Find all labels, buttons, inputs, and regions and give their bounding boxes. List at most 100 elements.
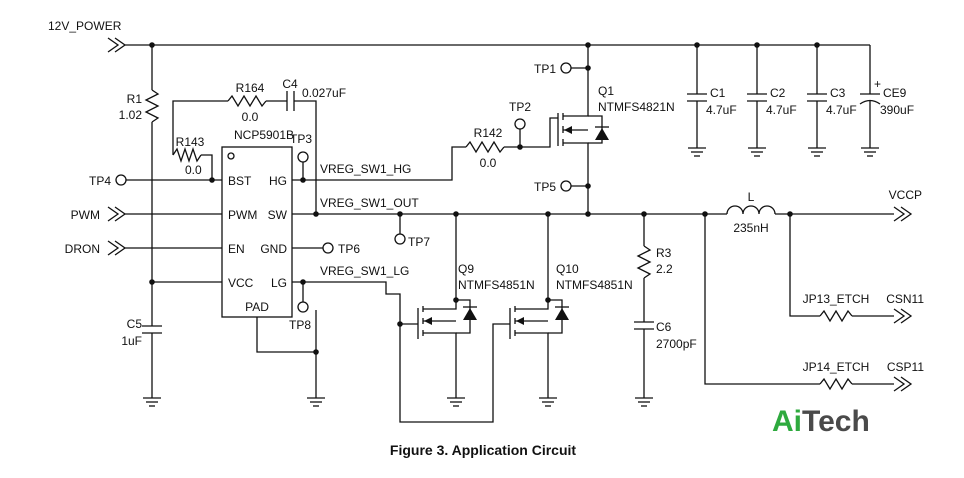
resistor-r3	[636, 214, 652, 322]
test-point-tp8	[297, 282, 309, 313]
ground-symbol-q10	[539, 397, 557, 407]
ce9-value: 390uF	[880, 103, 914, 117]
q9-ref: Q9	[458, 262, 474, 276]
tp4-label: TP4	[89, 174, 111, 188]
test-point-tp1	[560, 62, 588, 74]
c2-ref: C2	[770, 86, 786, 100]
watermark-logo: AiTech	[772, 405, 870, 438]
c3-value: 4.7uF	[826, 103, 857, 117]
test-point-tp7	[394, 214, 406, 245]
capacitor-c4	[286, 91, 317, 214]
ic-pin-sw: SW	[268, 208, 288, 222]
net-label-vreg-hg: VREG_SW1_HG	[320, 162, 411, 176]
r143-ref: R143	[176, 135, 205, 149]
c6-ref: C6	[656, 320, 672, 334]
ground-symbol-c5	[143, 397, 161, 407]
q1-ref: Q1	[598, 84, 614, 98]
test-point-tp4	[115, 174, 222, 186]
c1-value: 4.7uF	[706, 103, 737, 117]
ic-pin-hg: HG	[269, 174, 287, 188]
q9-value: NTMFS4851N	[458, 278, 535, 292]
r3-value: 2.2	[656, 262, 673, 276]
capacitor-c5	[142, 325, 162, 398]
ic-pin-pad: PAD	[245, 300, 269, 314]
c4-value: 0.027uF	[302, 86, 346, 100]
net-label-vreg-out: VREG_SW1_OUT	[320, 196, 419, 210]
ic-pin-gnd: GND	[260, 242, 287, 256]
ic-part-name: NCP5901B	[234, 128, 294, 142]
r142-value: 0.0	[480, 156, 497, 170]
resistor-r143	[172, 146, 213, 180]
r143-value: 0.0	[185, 163, 202, 177]
vccp-output-connector	[893, 206, 913, 222]
c4-ref: C4	[282, 77, 298, 91]
mosfet-q1	[557, 45, 609, 214]
figure-caption: Figure 3. Application Circuit	[390, 442, 577, 458]
r3-ref: R3	[656, 246, 672, 260]
r164-ref: R164	[236, 81, 265, 95]
q10-value: NTMFS4851N	[556, 278, 633, 292]
ce9-polarity: +	[874, 77, 881, 91]
ic-pin-pwm: PWM	[228, 208, 257, 222]
c2-value: 4.7uF	[766, 103, 797, 117]
test-point-tp2	[514, 118, 526, 147]
tp1-label: TP1	[534, 62, 556, 76]
c5-ref: C5	[127, 317, 143, 331]
tp7-label: TP7	[408, 235, 430, 249]
watermark-part-tech: Tech	[802, 405, 870, 438]
ic-pin-lg: LG	[271, 276, 287, 290]
capacitor-c3	[807, 45, 827, 157]
mosfet-q9	[417, 214, 477, 398]
q1-value: NTMFS4821N	[598, 100, 675, 114]
test-point-tp6	[292, 242, 334, 254]
electrolytic-capacitor-ce9	[859, 45, 881, 157]
test-point-tp5	[560, 180, 588, 192]
tp8-label: TP8	[289, 318, 311, 332]
net-label-dron: DRON	[65, 242, 100, 256]
tp6-label: TP6	[338, 242, 360, 256]
pwm-input-connector	[107, 206, 222, 222]
net-label-vccp: VCCP	[889, 188, 922, 202]
c1-ref: C1	[710, 86, 726, 100]
r1-ref: R1	[127, 92, 143, 106]
watermark-part-ai: Ai	[772, 405, 802, 438]
driver-ic-ncp5901b	[221, 146, 293, 318]
mosfet-q10	[509, 214, 569, 398]
l-value: 235nH	[733, 221, 768, 235]
net-label-pwm: PWM	[71, 208, 100, 222]
tp5-label: TP5	[534, 180, 556, 194]
net-label-csp11: CSP11	[887, 360, 924, 374]
tp2-label: TP2	[509, 100, 531, 114]
net-label-csn11: CSN11	[886, 292, 924, 306]
capacitor-c2	[747, 45, 767, 157]
ground-symbol-ic	[307, 397, 325, 407]
r142-ref: R142	[474, 126, 503, 140]
jp13-ref: JP13_ETCH	[803, 292, 870, 306]
r1-value: 1.02	[119, 108, 143, 122]
ic-pin-bst: BST	[228, 174, 252, 188]
capacitor-c1	[687, 45, 707, 157]
c6-value: 2700pF	[656, 337, 697, 351]
power-input-connector	[107, 37, 870, 53]
c5-value: 1uF	[121, 334, 142, 348]
dron-input-connector	[107, 240, 222, 256]
etch-resistor-jp13	[789, 214, 913, 324]
ic-pin-vcc: VCC	[228, 276, 254, 290]
q10-ref: Q10	[556, 262, 579, 276]
l-ref: L	[748, 190, 755, 204]
c3-ref: C3	[830, 86, 846, 100]
capacitor-c6	[634, 321, 654, 398]
resistor-r1	[144, 45, 160, 326]
r164-value: 0.0	[242, 110, 259, 124]
tp3-label: TP3	[290, 132, 312, 146]
etch-resistor-jp14	[704, 214, 913, 392]
ground-symbol-c6	[635, 397, 653, 407]
resistor-r142	[465, 117, 558, 154]
ce9-ref: CE9	[883, 86, 907, 100]
test-point-tp3	[297, 151, 309, 180]
ground-symbol-q9	[447, 397, 465, 407]
net-label-12v-power: 12V_POWER	[48, 19, 122, 33]
resistor-r164	[172, 94, 287, 155]
inductor-l	[726, 205, 894, 215]
